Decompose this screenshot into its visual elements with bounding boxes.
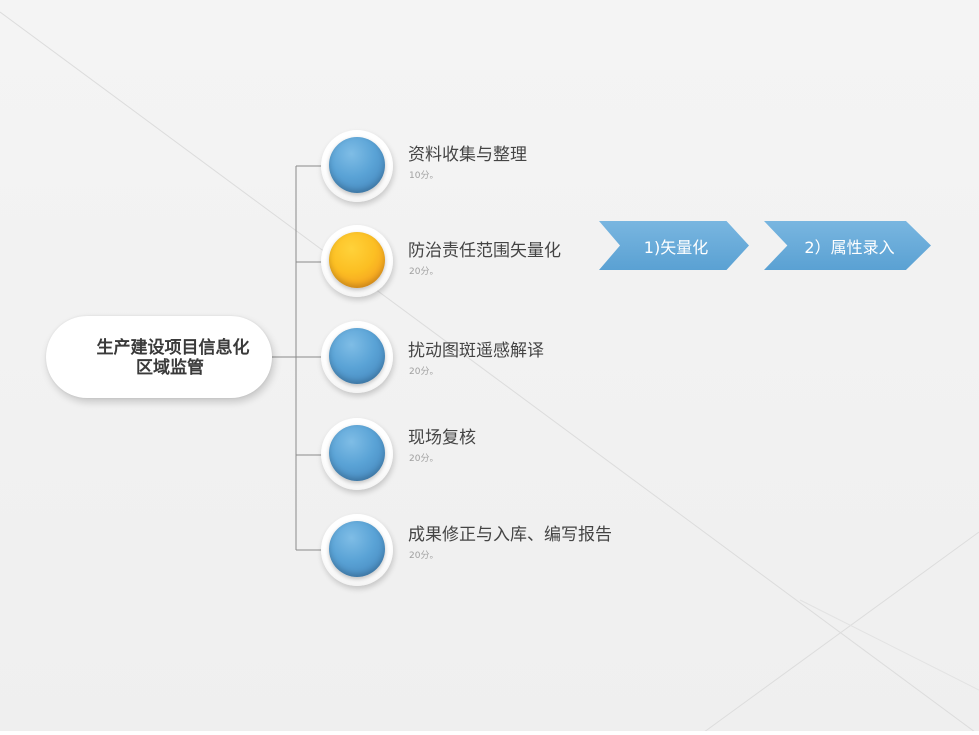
item-sub-5: 20分。 [409,551,439,561]
item-title-1: 资料收集与整理 [408,145,527,165]
node-circle-1 [321,130,393,202]
item-sub-1: 10分。 [409,171,439,181]
node-circle-3 [321,321,393,393]
item-title-3: 扰动图斑遥感解译 [408,341,544,361]
item-title-5: 成果修正与入库、编写报告 [408,525,612,545]
item-sub-3: 20分。 [409,367,439,377]
step-label-1: 1)矢量化 [643,237,709,257]
node-circle-5 [321,514,393,586]
step-label-2: 2）属性录入 [804,237,895,257]
node-ball-3 [329,328,385,384]
item-title-2: 防治责任范围矢量化 [408,241,561,261]
node-ball-4 [329,425,385,481]
bottom-strip [0,731,979,735]
node-ball-1 [329,137,385,193]
item-sub-4: 20分。 [409,454,439,464]
item-title-4: 现场复核 [408,428,476,448]
step-chevron-2: 2）属性录入 [764,221,931,270]
node-circle-4 [321,418,393,490]
root-title-line-1: 生产建设项目信息化 [96,338,250,358]
root-title-line-2: 区域监管 [136,358,204,378]
node-circle-2 [321,225,393,297]
root-title: 生产建设项目信息化 区域监管 [46,338,272,378]
root-node: 生产建设项目信息化 区域监管 [46,316,272,398]
item-sub-2: 20分。 [409,267,439,277]
node-ball-5 [329,521,385,577]
step-chevron-1: 1)矢量化 [599,221,749,270]
node-ball-2-active [329,232,385,288]
